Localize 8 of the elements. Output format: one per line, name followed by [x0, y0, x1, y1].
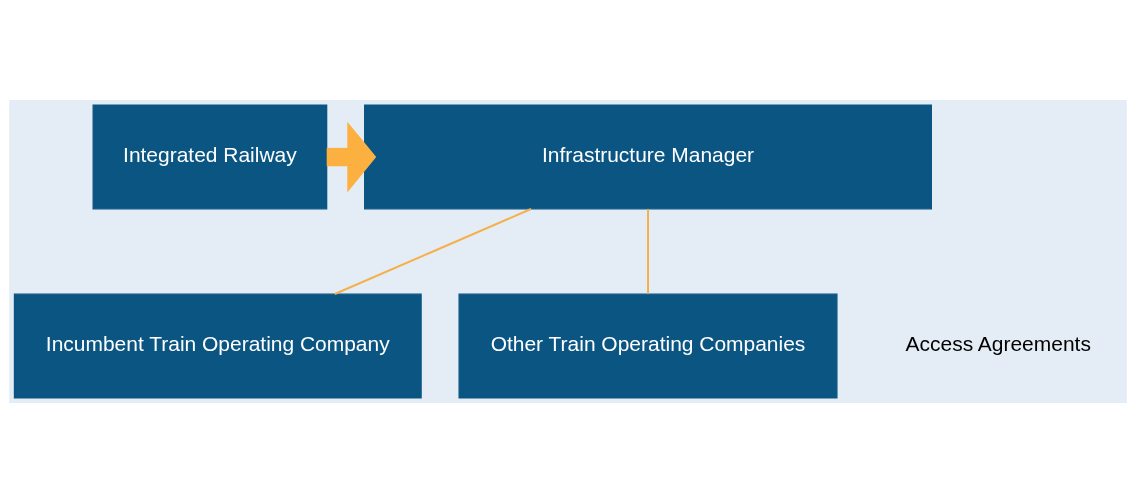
node-box: Infrastructure Manager: [364, 104, 932, 210]
arrow: [326, 121, 377, 193]
label: Access Agreements: [905, 331, 1091, 355]
connector: [333, 208, 532, 295]
node-box: Integrated Railway: [92, 104, 328, 210]
node-box: Other Train Operating Companies: [458, 293, 838, 399]
connector: [647, 208, 649, 295]
node-box: Incumbent Train Operating Company: [13, 293, 422, 399]
